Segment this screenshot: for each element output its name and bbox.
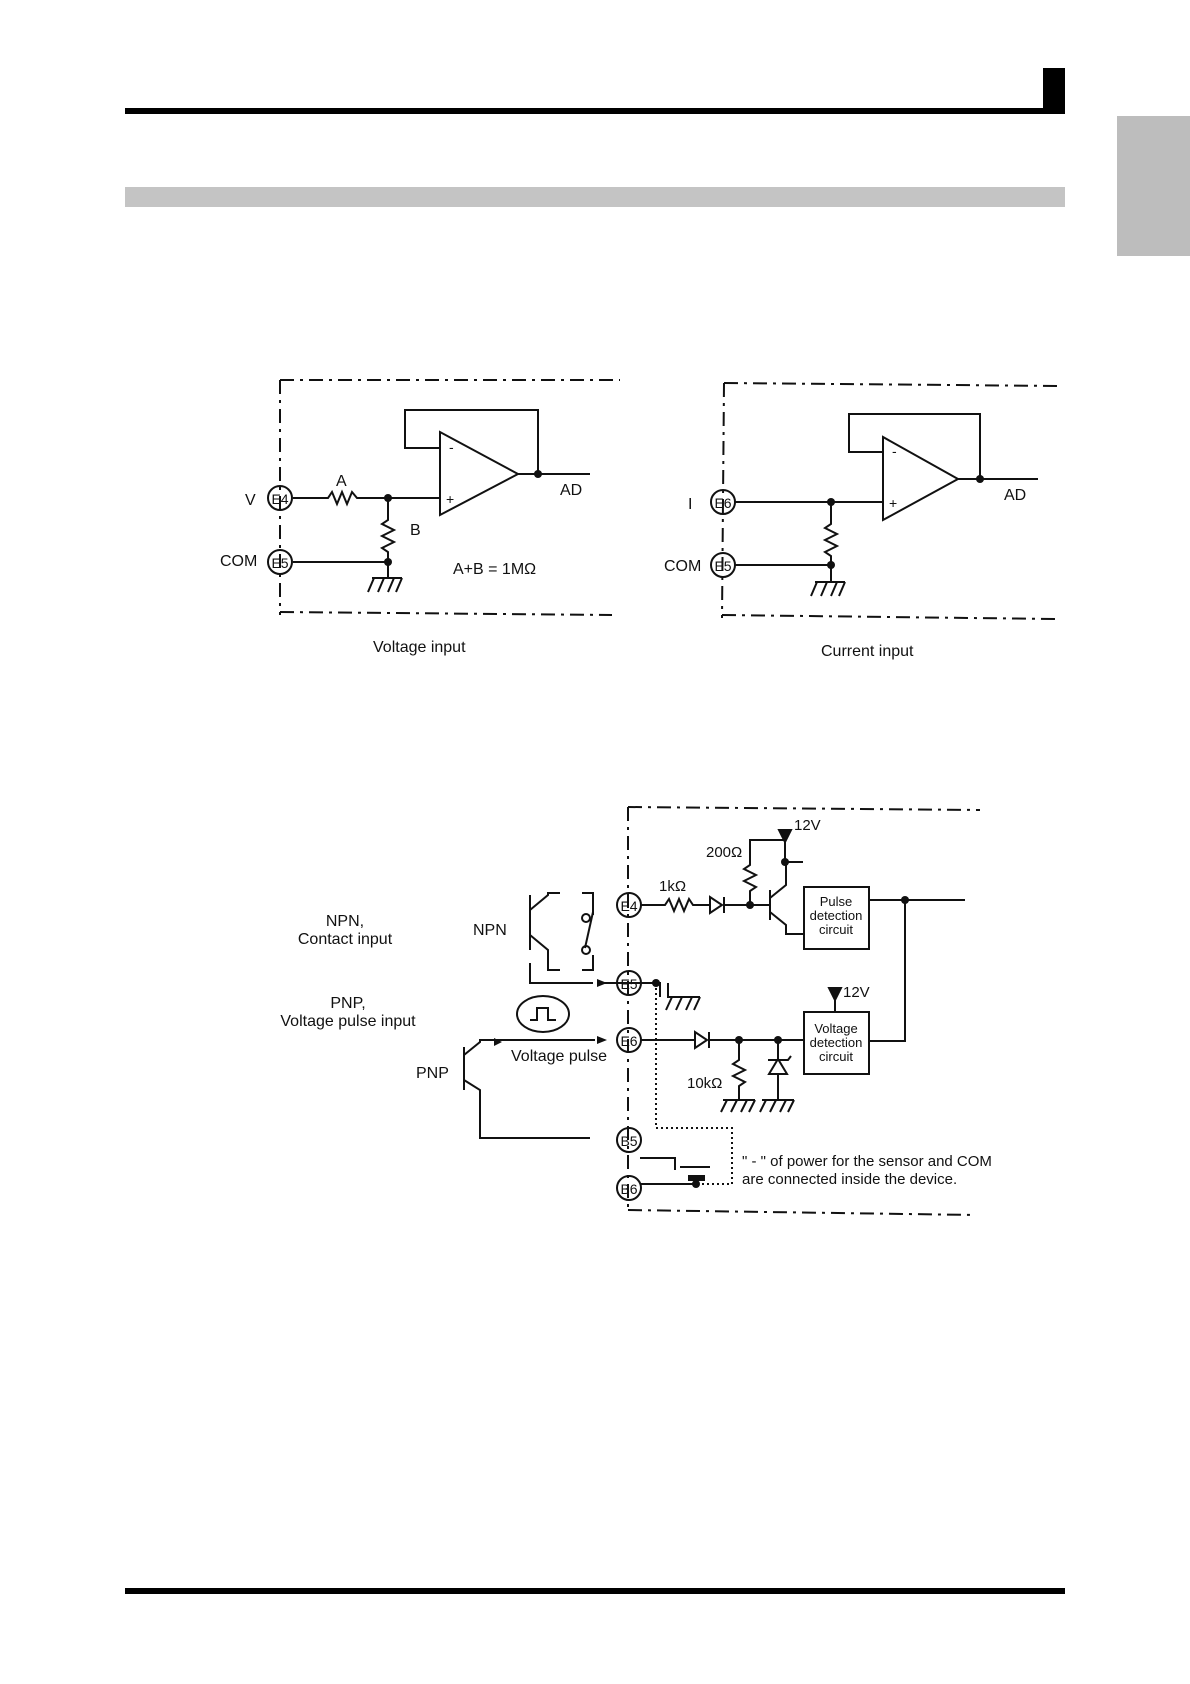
- voltage-block-line2: detection: [810, 1035, 863, 1050]
- pulse-block-line2: detection: [810, 908, 863, 923]
- pulse-input-diagram: NPN, Contact input PNP, Voltage pulse in…: [280, 806, 992, 1216]
- label-v: V: [245, 492, 256, 509]
- resistor-10k-label: 10kΩ: [687, 1075, 722, 1092]
- opamp-plus-2: +: [889, 495, 897, 511]
- terminal-e6: E6: [714, 495, 731, 511]
- top-rule: [125, 108, 1065, 114]
- opamp-plus: +: [446, 491, 454, 507]
- voltage-block-line3: circuit: [819, 1049, 853, 1064]
- terminal-b5: B5: [620, 1133, 637, 1149]
- terminal-e5: E5: [271, 555, 288, 571]
- bottom-rule: [125, 1588, 1065, 1594]
- pnp-title-line2: Voltage pulse input: [280, 1013, 416, 1030]
- npn-title-line2: Contact input: [298, 931, 393, 948]
- resistor-200-label: 200Ω: [706, 844, 742, 861]
- label-i: I: [688, 496, 692, 513]
- output-ad-2: AD: [1004, 487, 1026, 504]
- npn-label: NPN: [473, 922, 507, 939]
- pulse-block-line1: Pulse: [820, 894, 853, 909]
- pnp-title-line1: PNP,: [330, 995, 365, 1012]
- terminal-e5-2: E5: [714, 558, 731, 574]
- caption-voltage-input: Voltage input: [373, 639, 466, 656]
- voltage-block-line1: Voltage: [814, 1021, 857, 1036]
- pulse-block-line3: circuit: [819, 922, 853, 937]
- pnp-label: PNP: [416, 1065, 449, 1082]
- edge-tab: [1117, 116, 1190, 256]
- terminal-b6: B6: [620, 1181, 637, 1197]
- terminal-e4-p: E4: [620, 898, 637, 914]
- note-line1: " - " of power for the sensor and COM: [742, 1153, 992, 1170]
- opamp-minus: -: [449, 439, 454, 455]
- output-ad: AD: [560, 482, 582, 499]
- resistor-1k-label: 1kΩ: [659, 878, 686, 895]
- supply-12v-top: 12V: [794, 817, 821, 834]
- note-line2: are connected inside the device.: [742, 1171, 957, 1188]
- terminal-e6-p: E6: [620, 1033, 637, 1049]
- label-com: COM: [220, 553, 257, 570]
- voltage-pulse-label: Voltage pulse: [511, 1048, 607, 1065]
- terminal-e4: E4: [271, 491, 288, 507]
- formula: A+B = 1MΩ: [453, 561, 536, 578]
- section-heading-bar: [125, 187, 1065, 207]
- top-corner-block: [1043, 68, 1065, 114]
- opamp-minus-2: -: [892, 443, 897, 459]
- label-com-2: COM: [664, 558, 701, 575]
- npn-title-line1: NPN,: [326, 913, 364, 930]
- resistor-b-label: B: [410, 522, 421, 539]
- resistor-a-label: A: [336, 473, 347, 490]
- supply-12v-mid: 12V: [843, 984, 870, 1001]
- terminal-e5-p: E5: [620, 976, 637, 992]
- current-input-diagram: - + I COM E6 E5 AD Current input: [664, 382, 1063, 660]
- voltage-input-diagram: - + V COM E4 E5 A B A+B = 1MΩ AD Voltage…: [220, 379, 620, 656]
- caption-current-input: Current input: [821, 643, 914, 660]
